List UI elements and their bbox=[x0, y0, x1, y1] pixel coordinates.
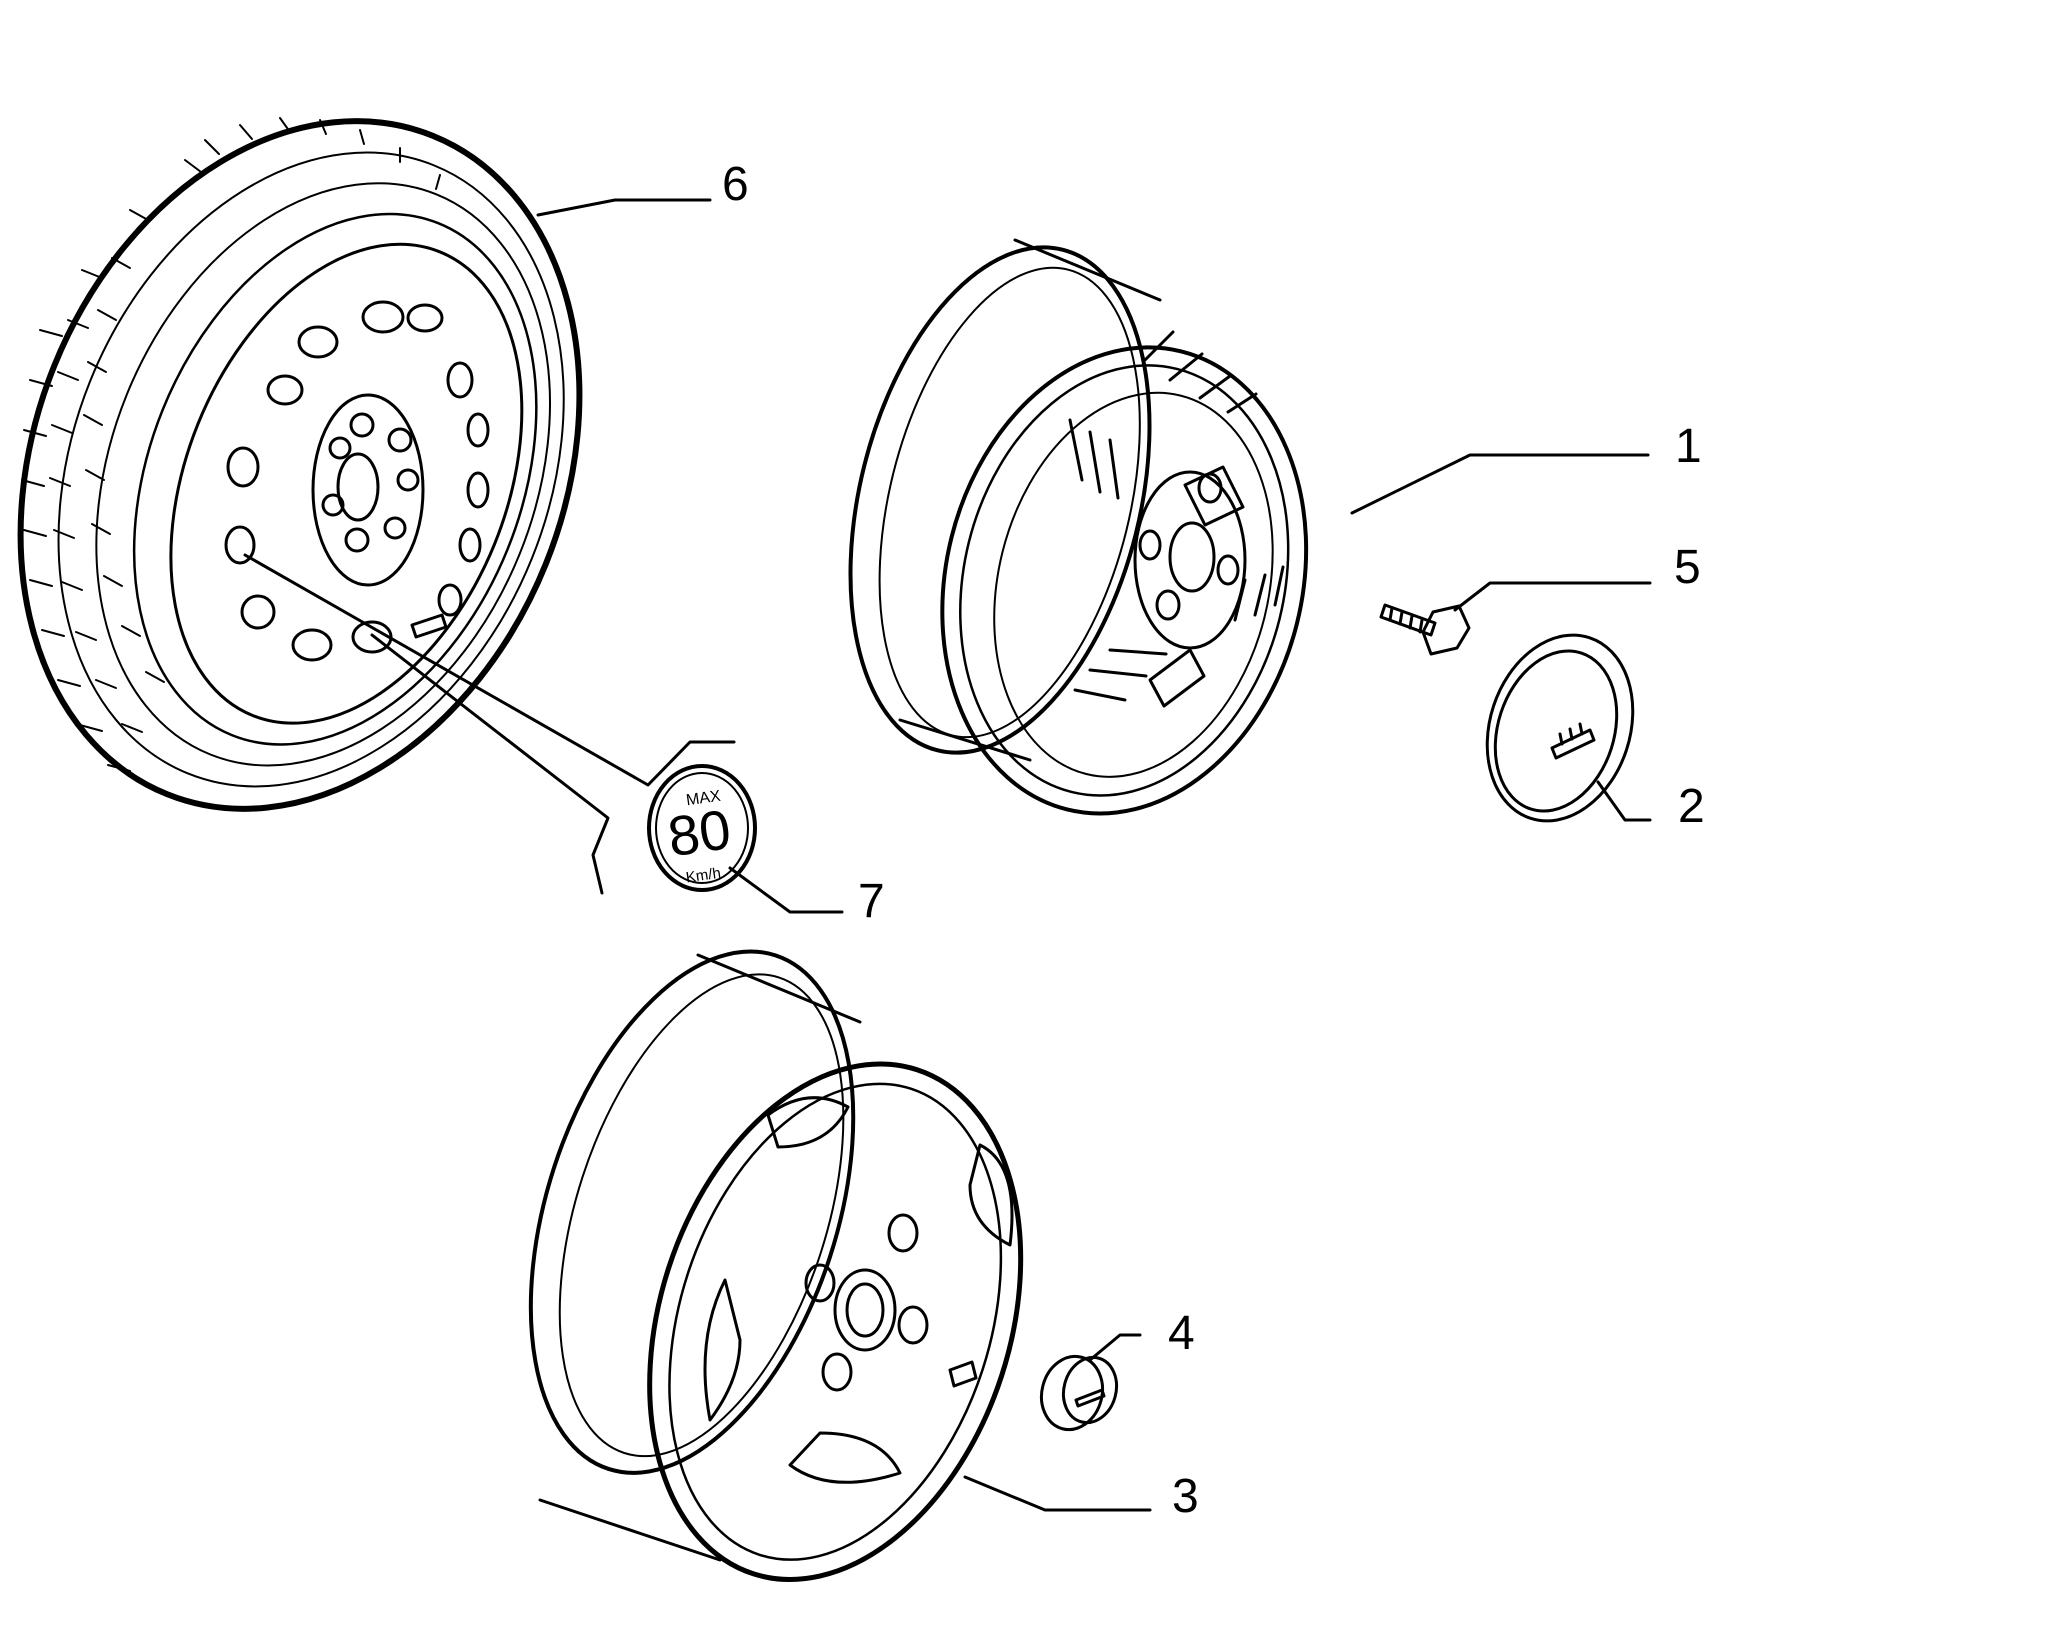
leader-lines bbox=[536, 198, 1652, 1512]
tyre-tread bbox=[21, 117, 441, 772]
callout-3: 3 bbox=[1172, 1470, 1199, 1523]
sticker-unit-text: Km/h bbox=[685, 865, 722, 887]
sticker-max-text: MAX bbox=[685, 788, 722, 810]
alloy-wheel-rim bbox=[848, 238, 1309, 816]
wheel-holes bbox=[224, 300, 490, 662]
callout-7: 7 bbox=[858, 875, 885, 928]
callout-6: 6 bbox=[722, 158, 749, 211]
callout-numbers: 6 1 5 2 7 4 3 bbox=[722, 158, 1705, 1523]
leader-7 bbox=[728, 866, 844, 914]
callout-2: 2 bbox=[1678, 780, 1705, 833]
rim-hub bbox=[1133, 470, 1247, 650]
wheel-bolt bbox=[1379, 603, 1471, 656]
spare-wheel-with-tyre bbox=[17, 117, 583, 812]
leader-1 bbox=[1350, 453, 1650, 515]
callout-4: 4 bbox=[1168, 1307, 1195, 1360]
leader-2 bbox=[1596, 780, 1652, 822]
rim-hub-3 bbox=[804, 1213, 978, 1392]
callout-1: 1 bbox=[1675, 420, 1702, 473]
wheel-hub bbox=[311, 393, 425, 587]
alloy-wheel-rim-3-spoke bbox=[528, 949, 1024, 1583]
callout-5: 5 bbox=[1674, 541, 1701, 594]
rim-slots bbox=[1068, 330, 1285, 708]
sticker-guide-lines bbox=[243, 553, 736, 895]
sticker-value-text: 80 bbox=[664, 797, 734, 868]
leader-6 bbox=[536, 198, 712, 217]
center-cap bbox=[1039, 1354, 1119, 1432]
speed-limit-sticker: MAX 80 Km/h bbox=[647, 764, 757, 892]
leader-3 bbox=[963, 1475, 1152, 1512]
leader-5 bbox=[1453, 581, 1652, 612]
tyre-valve bbox=[410, 613, 448, 639]
rim-spokes bbox=[703, 1096, 1014, 1484]
hub-cap bbox=[1485, 633, 1635, 823]
leader-4 bbox=[1088, 1333, 1142, 1362]
